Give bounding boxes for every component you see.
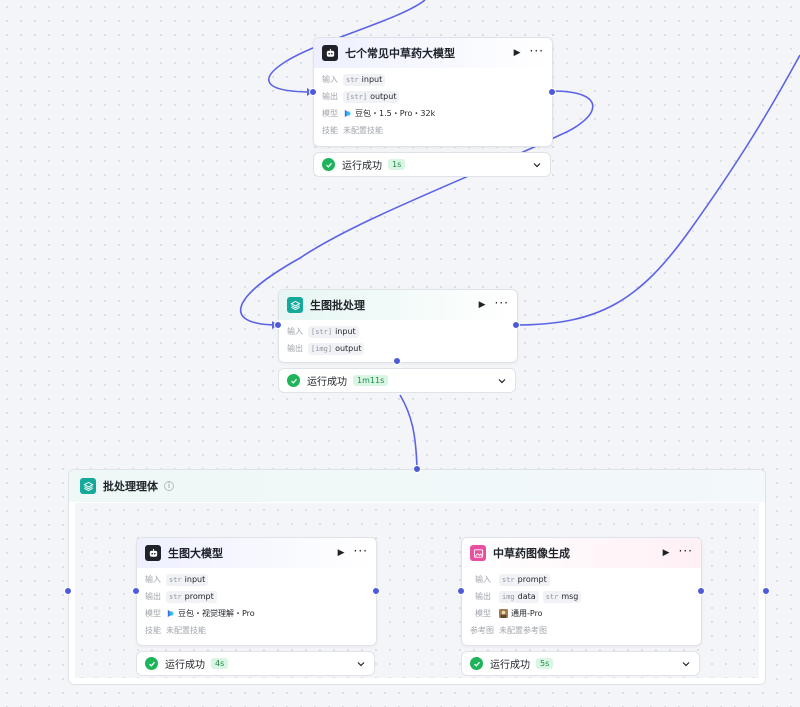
robot-icon <box>145 545 161 561</box>
play-icon[interactable]: ▶ <box>337 548 345 558</box>
input-row: 输入 [str]input <box>287 323 509 340</box>
ref-image-row: 参考图 未配置参考图 <box>470 626 547 635</box>
run-status-bar[interactable]: 运行成功 1m11s <box>278 368 516 393</box>
model-row: 模型 豆包・1.5・Pro・32k <box>322 109 436 118</box>
node-title: 生图大模型 <box>168 547 223 560</box>
duration-badge: 1s <box>388 159 406 170</box>
group-canvas <box>75 503 759 678</box>
chevron-down-icon[interactable] <box>532 160 542 170</box>
group-top-port[interactable] <box>413 465 421 473</box>
more-icon[interactable]: ··· <box>494 296 509 310</box>
play-icon[interactable]: ▶ <box>478 300 486 310</box>
doubao-logo-icon <box>344 109 351 118</box>
edge-batch-out-right <box>515 54 800 326</box>
node-title: 生图批处理 <box>310 299 365 312</box>
more-icon[interactable]: ··· <box>353 544 368 558</box>
output-row: 输出 [img]output <box>287 340 509 357</box>
image-icon <box>470 545 486 561</box>
check-circle-icon <box>322 158 335 171</box>
more-icon[interactable]: ··· <box>529 44 544 58</box>
play-icon[interactable]: ▶ <box>513 48 521 58</box>
param-pill: [img]output <box>308 342 365 355</box>
run-status-bar[interactable]: 运行成功 4s <box>136 651 375 676</box>
node-header: 生图大模型 ▶ ··· <box>137 538 376 568</box>
chevron-down-icon[interactable] <box>497 376 507 386</box>
model-row: 模型 通用-Pro <box>475 609 543 618</box>
group-output-port[interactable] <box>762 587 770 595</box>
play-icon[interactable]: ▶ <box>662 548 670 558</box>
more-icon[interactable]: ··· <box>678 544 693 558</box>
output-row: 输出 [str]output <box>322 88 544 105</box>
duration-badge: 1m11s <box>353 375 389 386</box>
group-header: 批处理理体 i <box>69 470 765 502</box>
batch-body-port[interactable] <box>393 357 401 365</box>
duration-badge: 5s <box>536 658 554 669</box>
run-status-bar[interactable]: 运行成功 5s <box>461 651 700 676</box>
node-title: 七个常见中草药大模型 <box>345 47 455 60</box>
check-circle-icon <box>470 657 483 670</box>
run-status-bar[interactable]: 运行成功 1s <box>313 152 551 177</box>
input-port[interactable] <box>274 321 282 329</box>
edge-batch-to-group <box>399 394 418 470</box>
skill-row: 技能 未配置技能 <box>145 626 206 635</box>
chevron-down-icon[interactable] <box>681 659 691 669</box>
node-header: 七个常见中草药大模型 ▶ ··· <box>314 38 552 68</box>
check-circle-icon <box>145 657 158 670</box>
skill-row: 技能 未配置技能 <box>322 126 383 135</box>
duration-badge: 4s <box>211 658 229 669</box>
layers-icon <box>80 478 96 494</box>
group-input-port[interactable] <box>64 587 72 595</box>
node-title: 中草药图像生成 <box>493 547 570 560</box>
node-image-batch[interactable]: 生图批处理 ▶ ··· 输入 [str]input 输出 [img]output <box>278 289 518 363</box>
output-port[interactable] <box>372 587 380 595</box>
chevron-down-icon[interactable] <box>356 659 366 669</box>
param-pill: [str]input <box>308 325 359 338</box>
input-port[interactable] <box>309 88 317 96</box>
robot-icon <box>322 45 338 61</box>
output-port[interactable] <box>548 88 556 96</box>
output-port[interactable] <box>512 321 520 329</box>
output-port[interactable] <box>697 587 705 595</box>
node-header: 生图批处理 ▶ ··· <box>279 290 517 320</box>
input-port[interactable] <box>132 587 140 595</box>
node-header: 中草药图像生成 ▶ ··· <box>462 538 701 568</box>
group-title: 批处理理体 <box>103 480 158 493</box>
doubao-logo-icon <box>167 609 174 618</box>
input-port[interactable] <box>457 587 465 595</box>
model-row: 模型 豆包・视觉理解・Pro <box>145 609 255 618</box>
layers-icon <box>287 297 303 313</box>
param-pill: [str]output <box>343 90 400 103</box>
check-circle-icon <box>287 374 300 387</box>
model-thumbnail-icon <box>499 609 508 618</box>
info-icon[interactable]: i <box>164 481 174 491</box>
